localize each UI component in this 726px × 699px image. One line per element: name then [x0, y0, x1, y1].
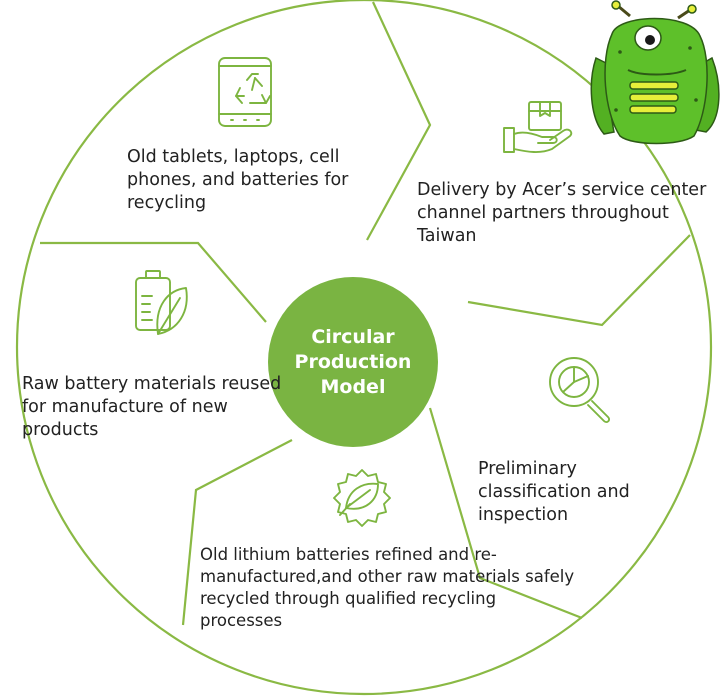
- hand-package-icon: [503, 101, 573, 153]
- segment-label-reuse: Raw battery materials reused for manufac…: [22, 374, 282, 440]
- leaf-seal-icon: [333, 469, 391, 527]
- divider-bottom-right: [428, 407, 583, 620]
- segment-label-collection: Old tablets, laptops, cell phones, and b…: [127, 147, 349, 213]
- segment-label-refining: Old lithium batteries refined and re-man…: [200, 545, 575, 630]
- divider-top-right: [366, 1, 432, 241]
- center-circle: [268, 277, 438, 447]
- magnifier-chart-icon: [549, 357, 610, 423]
- outer-ring: [16, 0, 712, 695]
- center-title-text: Circular Production Model: [294, 325, 412, 398]
- phone-recycle-icon: [218, 57, 272, 127]
- battery-leaf-icon: [135, 270, 188, 335]
- green-monster-mascot-icon: [590, 0, 720, 145]
- center-title: Circular Production Model: [268, 277, 438, 447]
- divider-left: [40, 241, 267, 323]
- divider-right: [467, 234, 691, 327]
- segment-label-classification: Preliminary classification and inspectio…: [478, 459, 630, 525]
- segment-dividers: [40, 1, 691, 626]
- segment-label-delivery: Delivery by Acer’s service center channe…: [417, 180, 707, 246]
- divider-bottom-left: [181, 439, 293, 626]
